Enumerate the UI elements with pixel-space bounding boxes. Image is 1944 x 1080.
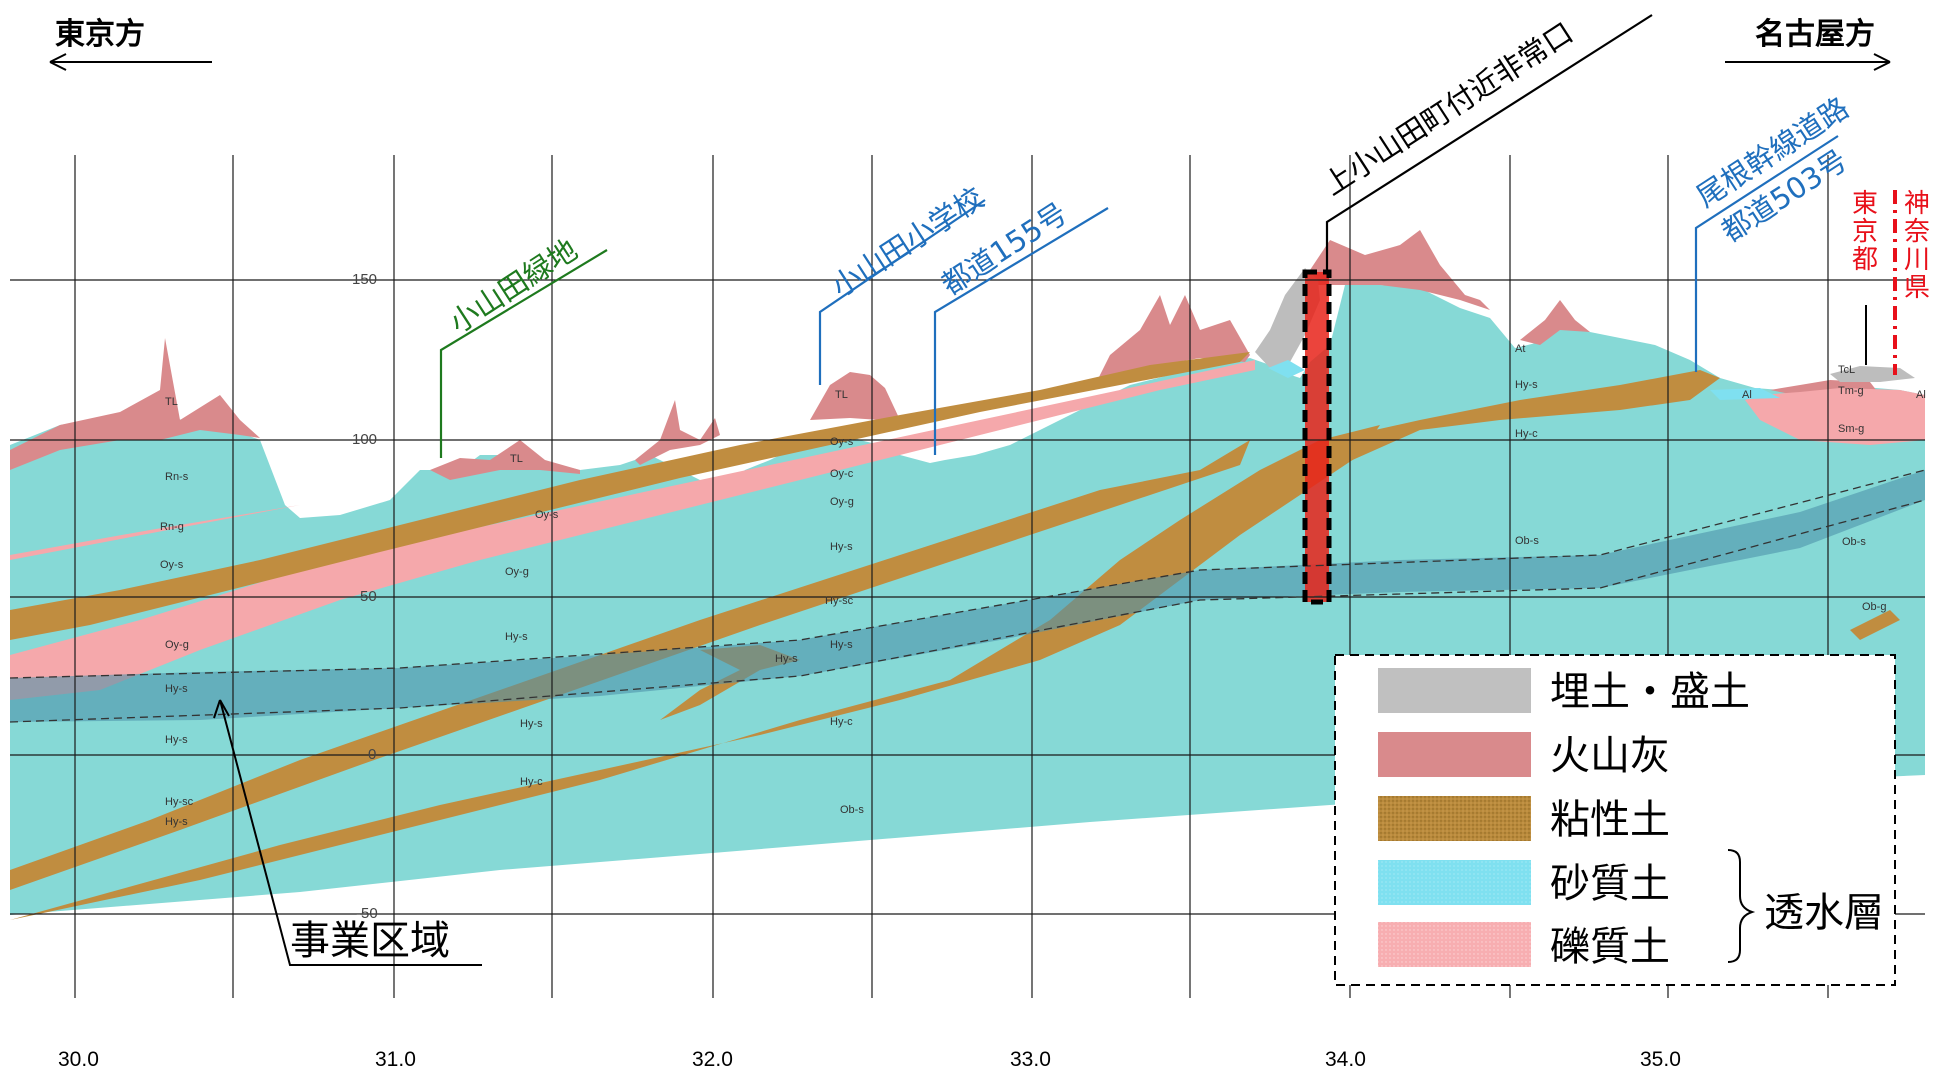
legend-label-clay: 粘性土 xyxy=(1550,797,1670,843)
layer-label: Oy-s xyxy=(535,509,559,521)
project-area-callout: 事業区域 xyxy=(213,699,482,966)
layer-label: Hy-c xyxy=(1515,428,1538,440)
elevation-tick-0: 0 xyxy=(368,746,376,763)
layer-label: Hy-sc xyxy=(165,796,194,808)
km-tick-34: 34.0 xyxy=(1325,1048,1366,1071)
elevation-labels: 150 100 50 0 -50 xyxy=(352,271,378,922)
elevation-tick-minus50: -50 xyxy=(356,905,378,922)
layer-label: Hy-c xyxy=(520,776,543,788)
km-tick-32: 32.0 xyxy=(692,1048,733,1071)
volcanic-ash-layer xyxy=(10,230,1880,480)
legend-label-ash: 火山灰 xyxy=(1550,733,1670,779)
km-tick-35: 35.0 xyxy=(1640,1048,1681,1071)
layer-label: TL xyxy=(510,453,523,465)
callout-emergency-exit: 上小山田町付近非常口 xyxy=(1317,14,1653,272)
layer-label: Ob-s xyxy=(1842,536,1866,548)
elevation-tick-50: 50 xyxy=(360,588,377,605)
layer-label: Ob-s xyxy=(840,804,864,816)
legend: 埋土・盛土 火山灰 粘性土 砂質土 礫質土 透水層 xyxy=(1334,654,1896,986)
layer-label: Ob-g xyxy=(1862,601,1886,613)
layer-label: TL xyxy=(835,389,848,401)
layer-label: Tm-g xyxy=(1838,385,1864,397)
layer-label: Oy-s xyxy=(830,436,854,448)
km-tick-31: 31.0 xyxy=(375,1048,416,1071)
callout-one-line: 尾根幹線道路 都道503号 xyxy=(1690,91,1855,372)
legend-swatch-clay xyxy=(1378,796,1531,841)
layer-label: Hy-sc xyxy=(825,595,854,607)
layer-label: Rn-s xyxy=(165,471,189,483)
project-area-label: 事業区域 xyxy=(290,918,450,964)
emergency-exit-shaft xyxy=(1305,272,1329,602)
callout-text: 上小山田町付近非常口 xyxy=(1317,15,1579,201)
layer-label: Hy-s xyxy=(505,631,528,643)
kanagawa-char: 県 xyxy=(1904,273,1930,303)
callout-text: 小山田緑地 xyxy=(443,232,583,339)
layer-label: Oy-c xyxy=(830,468,854,480)
prefecture-boundary: 東 京 都 神 奈 川 県 xyxy=(1852,189,1930,375)
tokyo-char: 都 xyxy=(1852,245,1878,275)
kanagawa-char: 神 xyxy=(1904,189,1930,219)
layer-label: Oy-g xyxy=(165,639,189,651)
layer-label: Hy-s xyxy=(165,683,188,695)
layer-label: Oy-g xyxy=(830,496,854,508)
layer-label: Rn-g xyxy=(160,521,184,533)
layer-label: Al xyxy=(1916,389,1926,401)
layer-label: At xyxy=(1515,343,1525,355)
direction-left: 東京方 xyxy=(49,17,212,71)
direction-label-tokyo: 東京方 xyxy=(55,17,145,52)
km-labels: 30.0 31.0 32.0 33.0 34.0 35.0 xyxy=(58,1048,1681,1071)
legend-brace xyxy=(1727,849,1756,963)
legend-label-permeable: 透水層 xyxy=(1764,890,1884,936)
legend-label-gravel: 礫質土 xyxy=(1550,924,1670,970)
layer-label: Al xyxy=(1742,389,1752,401)
layer-label: Hy-s xyxy=(830,541,853,553)
project-area-outline xyxy=(9,469,1926,723)
kanagawa-char: 川 xyxy=(1904,245,1930,275)
elevation-tick-100: 100 xyxy=(352,431,377,448)
layer-labels: TL Rn-s Rn-g Oy-s Oy-g Hy-s Hy-s Hy-sc H… xyxy=(160,343,1926,828)
layer-label: Hy-s xyxy=(830,639,853,651)
legend-swatch-ash xyxy=(1378,732,1531,777)
km-tick-33: 33.0 xyxy=(1010,1048,1051,1071)
project-area-band xyxy=(10,470,1925,722)
legend-swatch-fill xyxy=(1378,668,1531,713)
kanagawa-char: 奈 xyxy=(1904,217,1930,247)
direction-label-nagoya: 名古屋方 xyxy=(1755,17,1875,52)
tokyo-char: 京 xyxy=(1852,217,1878,247)
layer-label: Hy-s xyxy=(520,718,543,730)
layer-label: TcL xyxy=(1838,364,1855,376)
layer-label: Sm-g xyxy=(1838,423,1864,435)
legend-label-sand: 砂質土 xyxy=(1550,861,1670,907)
gravel-layer xyxy=(10,360,1925,700)
legend-swatch-gravel xyxy=(1378,922,1531,967)
surface-sand-spots xyxy=(1268,360,1780,400)
layer-label: Hy-s xyxy=(165,734,188,746)
layer-label: Hy-s xyxy=(775,653,798,665)
layer-label: Oy-g xyxy=(505,566,529,578)
emergency-exit-frame xyxy=(1302,269,1332,605)
layer-label: Ob-s xyxy=(1515,535,1539,547)
tokyo-char: 東 xyxy=(1852,189,1878,219)
layer-label: Oy-s xyxy=(160,559,184,571)
km-tick-30: 30.0 xyxy=(58,1048,99,1071)
elevation-tick-150: 150 xyxy=(352,271,377,288)
legend-swatch-sand xyxy=(1378,860,1531,905)
legend-label-fill: 埋土・盛土 xyxy=(1550,669,1750,715)
layer-label: Hy-s xyxy=(1515,379,1538,391)
layer-label: Hy-c xyxy=(830,716,853,728)
layer-label: Hy-s xyxy=(165,816,188,828)
direction-right: 名古屋方 xyxy=(1725,17,1891,71)
callout-koyamada-ryokuchi: 小山田緑地 xyxy=(439,232,608,458)
layer-label: TL xyxy=(165,396,178,408)
